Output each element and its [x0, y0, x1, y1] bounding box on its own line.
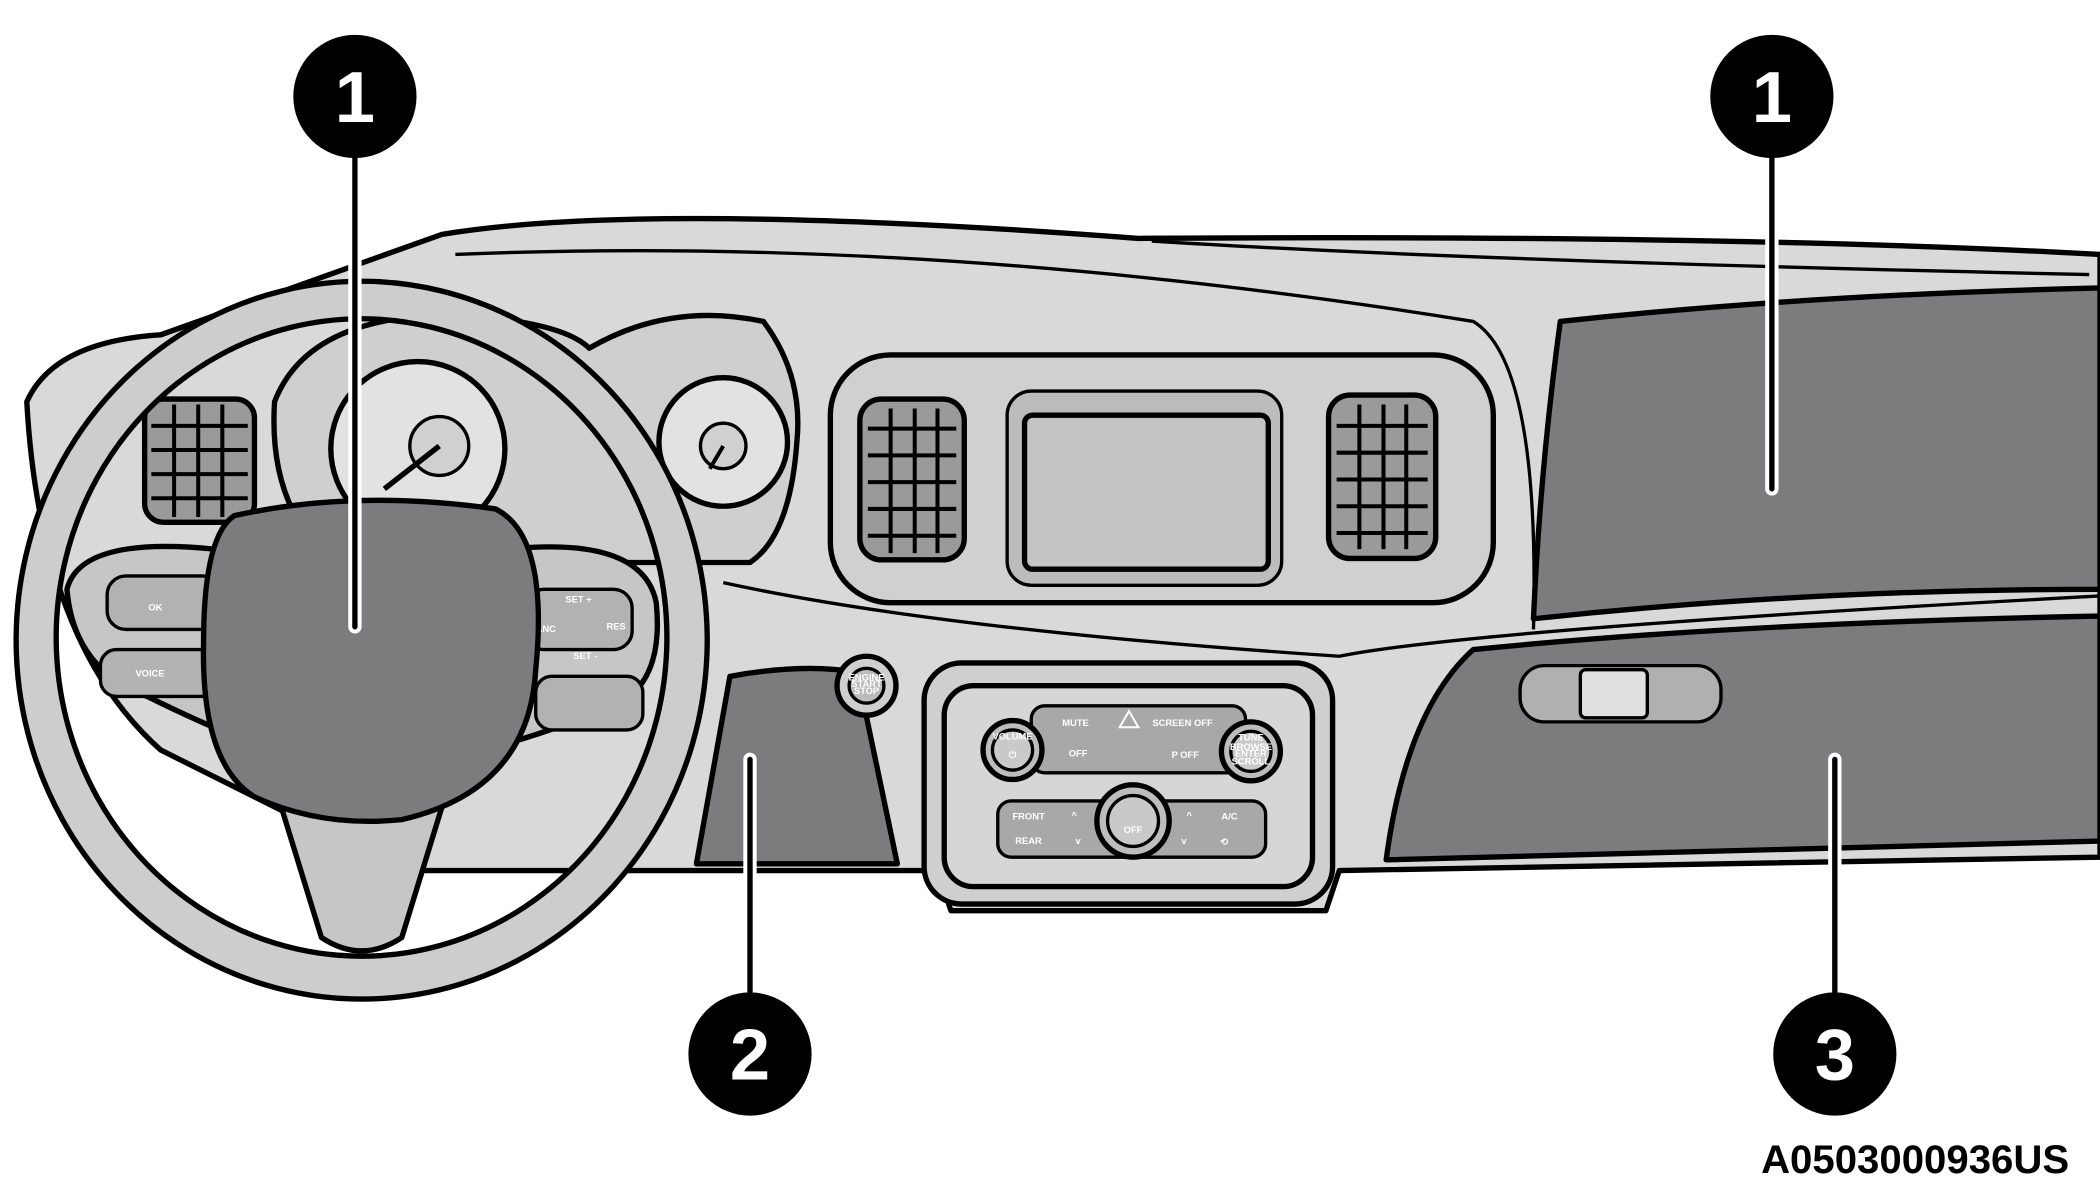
blower-knob[interactable]: OFF	[1094, 782, 1172, 860]
svg-text:TUNE: TUNE	[1238, 733, 1263, 743]
climate-control-panel: MUTE SCREEN OFF OFF P OFF VOLUME ⏻ TUNE …	[921, 660, 1336, 907]
screen-off-button[interactable]: SCREEN OFF	[1152, 718, 1213, 728]
recirculation-button[interactable]: ⟲	[1220, 837, 1228, 847]
callout-3-passenger-knee-airbag: 3	[1773, 752, 1897, 1116]
svg-text:⏻: ⏻	[1009, 750, 1017, 760]
center-stack	[827, 352, 1496, 606]
svg-text:^: ^	[1071, 810, 1077, 820]
infotainment-screen[interactable]	[1021, 412, 1271, 572]
volume-knob[interactable]: VOLUME ⏻	[980, 717, 1045, 783]
svg-text:VOICE: VOICE	[135, 668, 164, 678]
callout-1-passenger-airbag: 1	[1710, 34, 1834, 496]
passenger-knee-airbag-panel	[1383, 613, 2100, 863]
tune-knob[interactable]: TUNE BROWSE ENTER SCROLL	[1218, 719, 1284, 784]
callout-1-driver-airbag: 1	[293, 34, 417, 634]
hazard-button[interactable]	[1117, 709, 1141, 729]
temp-up-left-button[interactable]: ^	[1071, 810, 1077, 820]
svg-text:1: 1	[1752, 58, 1792, 138]
svg-text:P OFF: P OFF	[1172, 750, 1200, 760]
svg-text:OFF: OFF	[1124, 825, 1143, 835]
steering-wheel[interactable]: OK VOICE SET + CANC RES SET -	[13, 278, 710, 1002]
mute-button[interactable]: MUTE	[1062, 718, 1089, 728]
rear-defrost-button[interactable]: REAR	[1015, 836, 1042, 846]
svg-text:v: v	[1181, 836, 1187, 846]
ac-button[interactable]: A/C	[1221, 812, 1237, 822]
engine-start-stop-button[interactable]: ENGINE START STOP	[834, 653, 899, 718]
driver-airbag-hub	[200, 497, 542, 824]
svg-text:VOLUME: VOLUME	[992, 731, 1032, 741]
park-assist-off-button[interactable]: P OFF	[1172, 750, 1200, 760]
svg-text:ENTER: ENTER	[1235, 749, 1267, 759]
callout-2-driver-knee-airbag: 2	[688, 752, 812, 1116]
svg-text:CANC: CANC	[529, 624, 556, 634]
svg-text:⟲: ⟲	[1220, 837, 1228, 847]
right-steering-controls[interactable]: SET + CANC RES SET -	[523, 587, 645, 732]
svg-text:START: START	[851, 679, 882, 689]
svg-text:RES: RES	[606, 621, 625, 631]
front-defrost-button[interactable]: FRONT	[1012, 812, 1045, 822]
svg-text:SCREEN OFF: SCREEN OFF	[1152, 718, 1213, 728]
svg-text:1: 1	[335, 58, 375, 138]
glovebox-handle[interactable]	[1518, 663, 1723, 724]
svg-text:A/C: A/C	[1221, 812, 1237, 822]
svg-text:2: 2	[730, 1015, 770, 1095]
svg-text:OK: OK	[148, 603, 162, 613]
svg-text:BROWSE: BROWSE	[1230, 742, 1272, 752]
svg-text:v: v	[1076, 836, 1082, 846]
svg-text:^: ^	[1187, 810, 1193, 820]
figure-code: A0503000936US	[1761, 1137, 2069, 1182]
passenger-airbag-panel	[1530, 285, 2100, 622]
svg-text:3: 3	[1815, 1015, 1855, 1095]
svg-text:FRONT: FRONT	[1012, 812, 1045, 822]
center-right-vent[interactable]	[1325, 392, 1439, 562]
center-left-vent[interactable]	[857, 396, 967, 563]
svg-text:REAR: REAR	[1015, 836, 1042, 846]
svg-text:MUTE: MUTE	[1062, 718, 1089, 728]
svg-text:SET +: SET +	[565, 595, 592, 605]
svg-text:SET -: SET -	[573, 651, 597, 661]
temp-up-right-button[interactable]: ^	[1187, 810, 1193, 820]
svg-text:SCROLL: SCROLL	[1232, 757, 1271, 767]
svg-text:ENGINE: ENGINE	[849, 672, 885, 682]
svg-text:STOP: STOP	[854, 686, 879, 696]
temp-down-right-button[interactable]: v	[1181, 836, 1187, 846]
temp-down-left-button[interactable]: v	[1076, 836, 1082, 846]
driver-side-vent[interactable]	[141, 396, 258, 525]
svg-text:OFF: OFF	[1069, 749, 1088, 759]
traction-off-button[interactable]: OFF	[1069, 749, 1088, 759]
